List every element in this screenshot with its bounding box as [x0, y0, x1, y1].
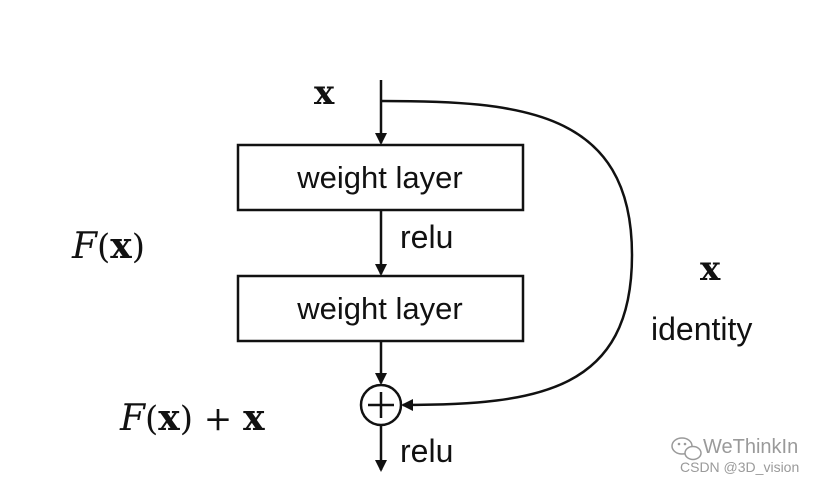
weight-layer-1-label: weight layer: [296, 160, 462, 195]
watermark-brand: WeThinkIn: [703, 436, 798, 458]
identity-skip-connection: [380, 99, 634, 411]
identity-label: identity: [651, 311, 752, 347]
identity-x-label: x: [700, 249, 721, 289]
relu-mid-label: relu: [400, 219, 453, 255]
residual-function-label: F(x): [71, 225, 145, 267]
watermark-source: CSDN @3D_vision: [680, 459, 799, 475]
relu-out-label: relu: [400, 433, 453, 469]
input-x-label: x: [314, 73, 335, 113]
sum-output-label: F(x) + x: [119, 397, 265, 439]
weight-layer-2: weight layer: [236, 274, 525, 343]
watermark: WeThinkIn CSDN @3D_vision: [671, 436, 799, 475]
weight-layer-1: weight layer: [236, 143, 525, 212]
sum-node: [359, 383, 403, 427]
wechat-icon: [671, 437, 702, 461]
weight-layer-2-label: weight layer: [296, 291, 462, 326]
